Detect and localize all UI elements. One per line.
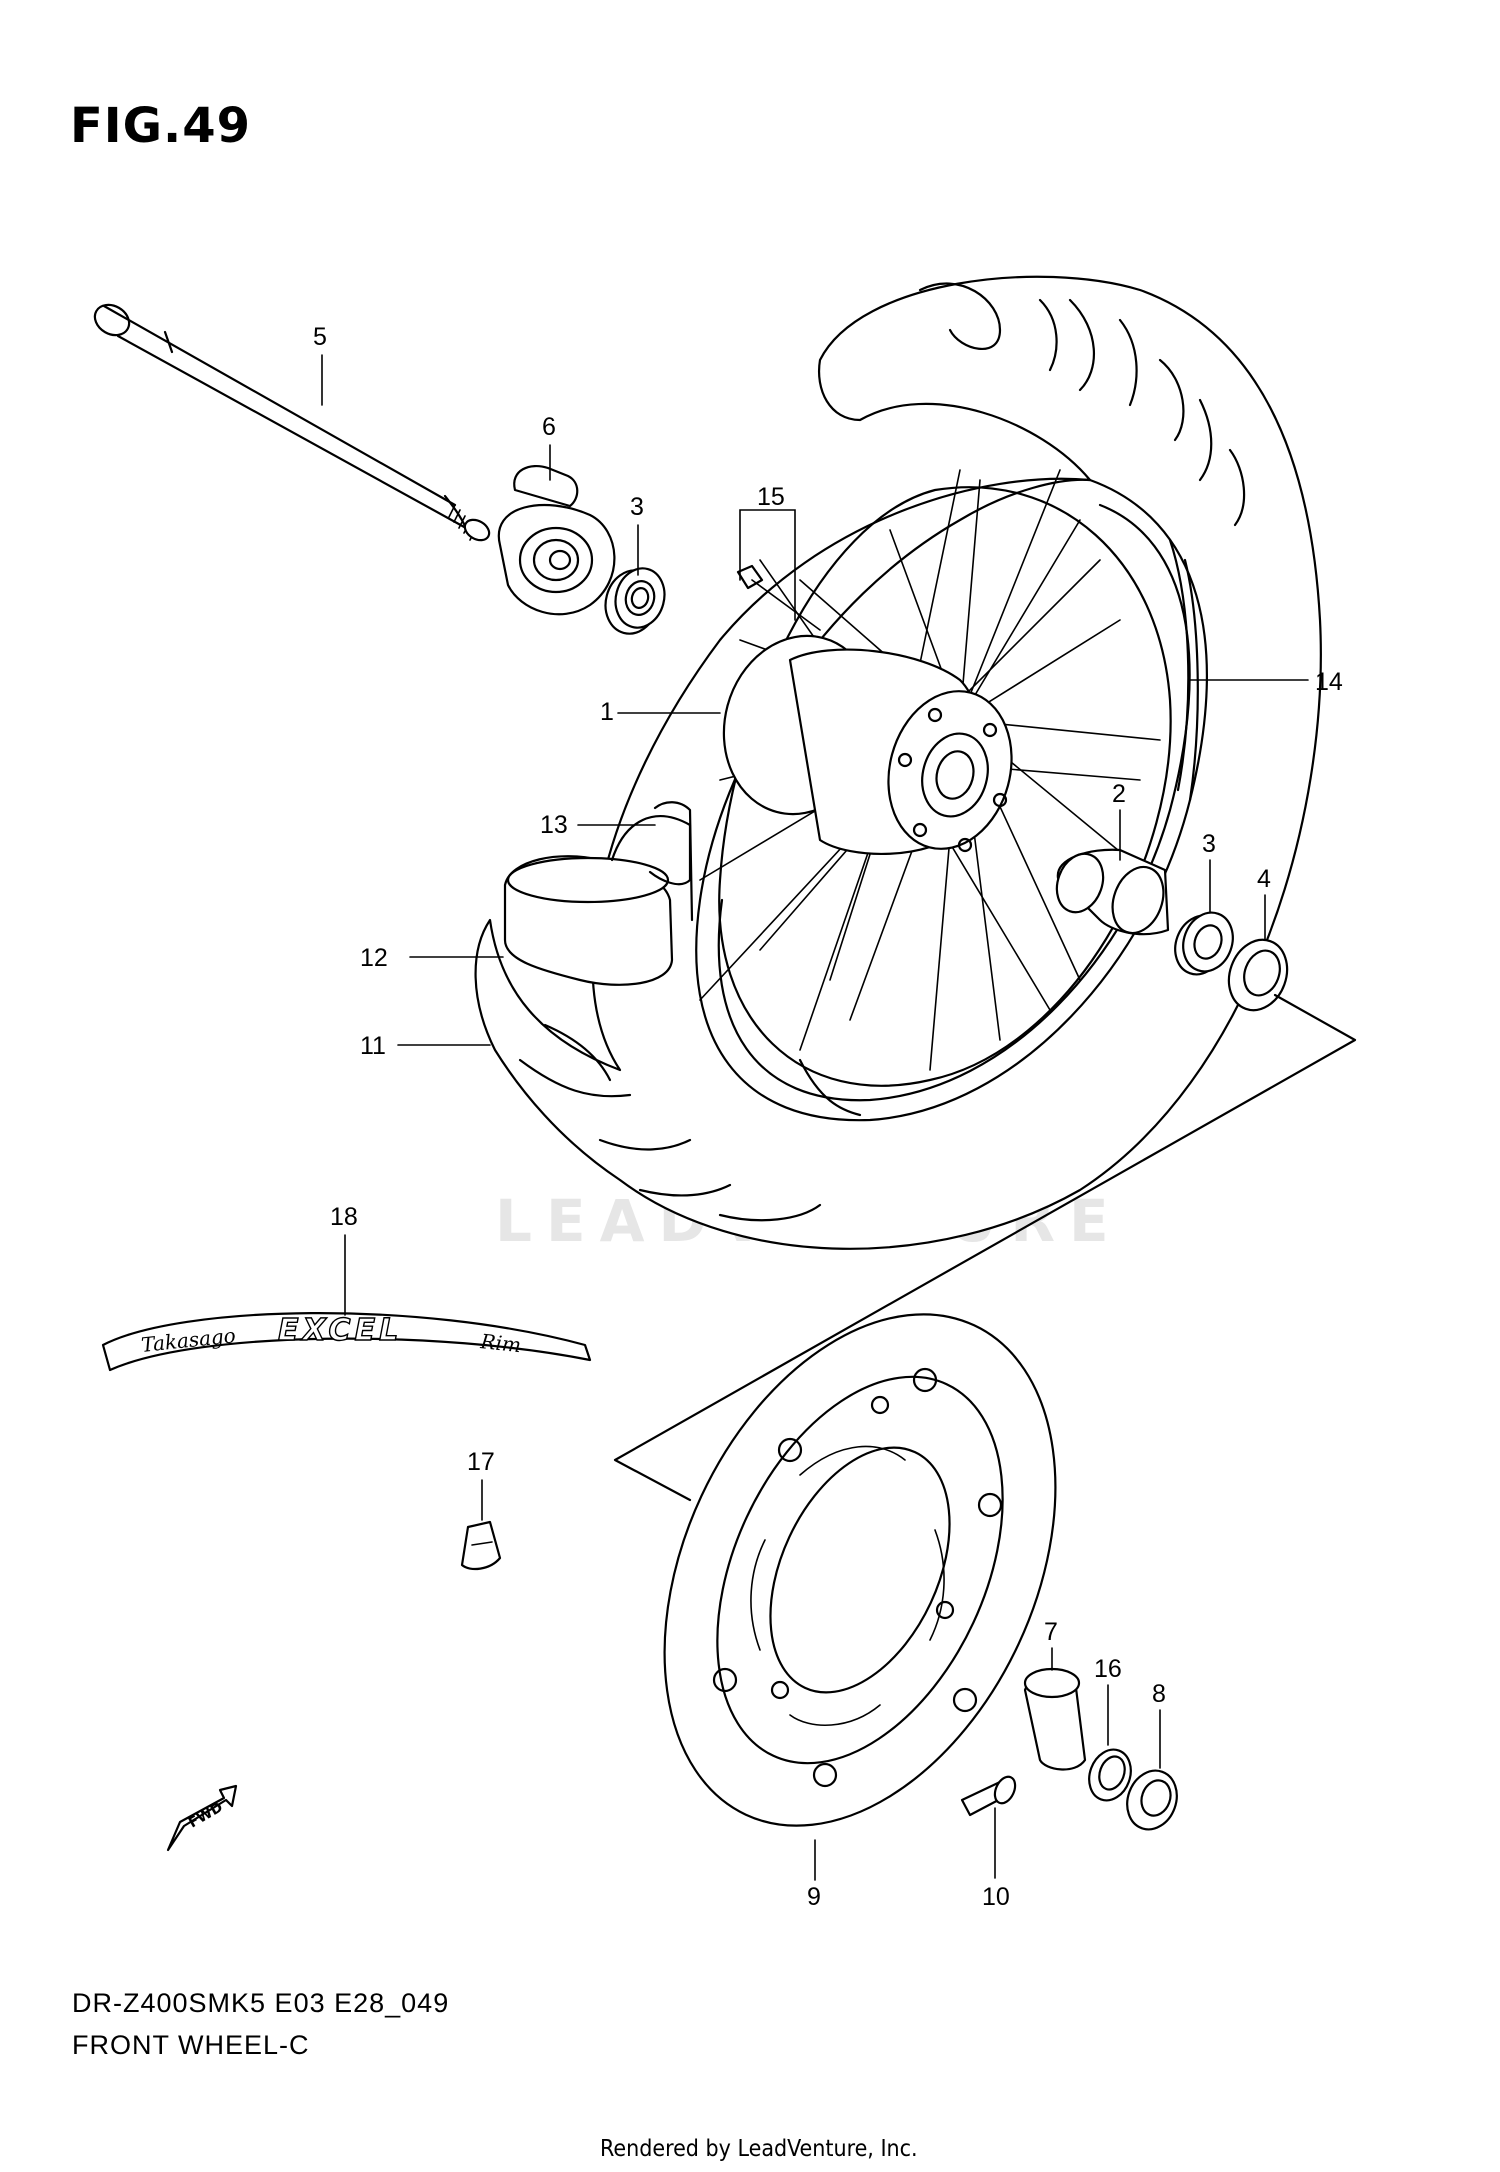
spoke-nipple-part[interactable] [736,564,821,631]
inner-tube-part[interactable] [503,815,692,986]
spacer-part[interactable] [1049,847,1172,940]
render-credit: Rendered by LeadVenture, Inc. [600,2136,918,2162]
callout-1: 1 [600,698,614,726]
bearing-right-part[interactable] [1167,906,1241,982]
brake-disc-part[interactable] [587,1251,1132,1888]
dust-seal-ring-part[interactable] [1082,1744,1137,1807]
callout-8: 8 [1152,1680,1166,1708]
callout-16: 16 [1094,1655,1122,1683]
callout-14: 14 [1315,668,1343,696]
axle-part[interactable] [89,299,492,544]
speedometer-gearbox-part[interactable] [497,464,616,616]
axle-nut-part[interactable] [1119,1764,1185,1837]
assembly-name: FRONT WHEEL-C [72,2030,310,2060]
rim-decal-part[interactable]: Takasago EXCEL Rim [101,1312,592,1372]
callout-6: 6 [542,413,556,441]
figure-title: FIG.49 [70,98,252,154]
callout-2: 2 [1112,780,1126,808]
callout-15: 15 [757,483,785,511]
leader-lines [321,354,1309,1881]
assembly-guide-lines [613,993,1357,1502]
callout-3-left: 3 [630,493,644,521]
spacer-left-part[interactable] [1023,1667,1087,1771]
callout-numbers: 5 6 3 15 1 14 13 2 3 4 12 11 18 17 7 16 … [313,323,1343,1911]
rim-band-part[interactable] [653,801,694,922]
callout-5: 5 [313,323,327,351]
callout-10: 10 [982,1883,1010,1911]
callout-9: 9 [807,1883,821,1911]
fwd-label: FWD [186,1799,226,1831]
callout-11: 11 [360,1032,386,1060]
model-code: DR-Z400SMK5 E03 E28_049 [72,1988,450,2018]
fwd-arrow-icon: FWD [166,1784,238,1852]
callout-3-right: 3 [1202,830,1216,858]
decal-model-word: EXCEL [278,1313,402,1348]
bearing-left-part[interactable] [599,563,671,640]
callout-18: 18 [330,1203,358,1231]
disc-bolt-part[interactable] [960,1774,1019,1817]
hub-part[interactable] [704,619,1028,863]
callout-13: 13 [540,811,568,839]
valve-cap-part[interactable] [460,1520,502,1571]
callout-4: 4 [1257,865,1271,893]
decal-suffix-script: Rim [478,1329,522,1357]
oil-seal-part[interactable] [1219,932,1296,1019]
callout-12: 12 [360,944,388,972]
callout-7: 7 [1044,1618,1058,1646]
callout-17: 17 [467,1448,495,1476]
